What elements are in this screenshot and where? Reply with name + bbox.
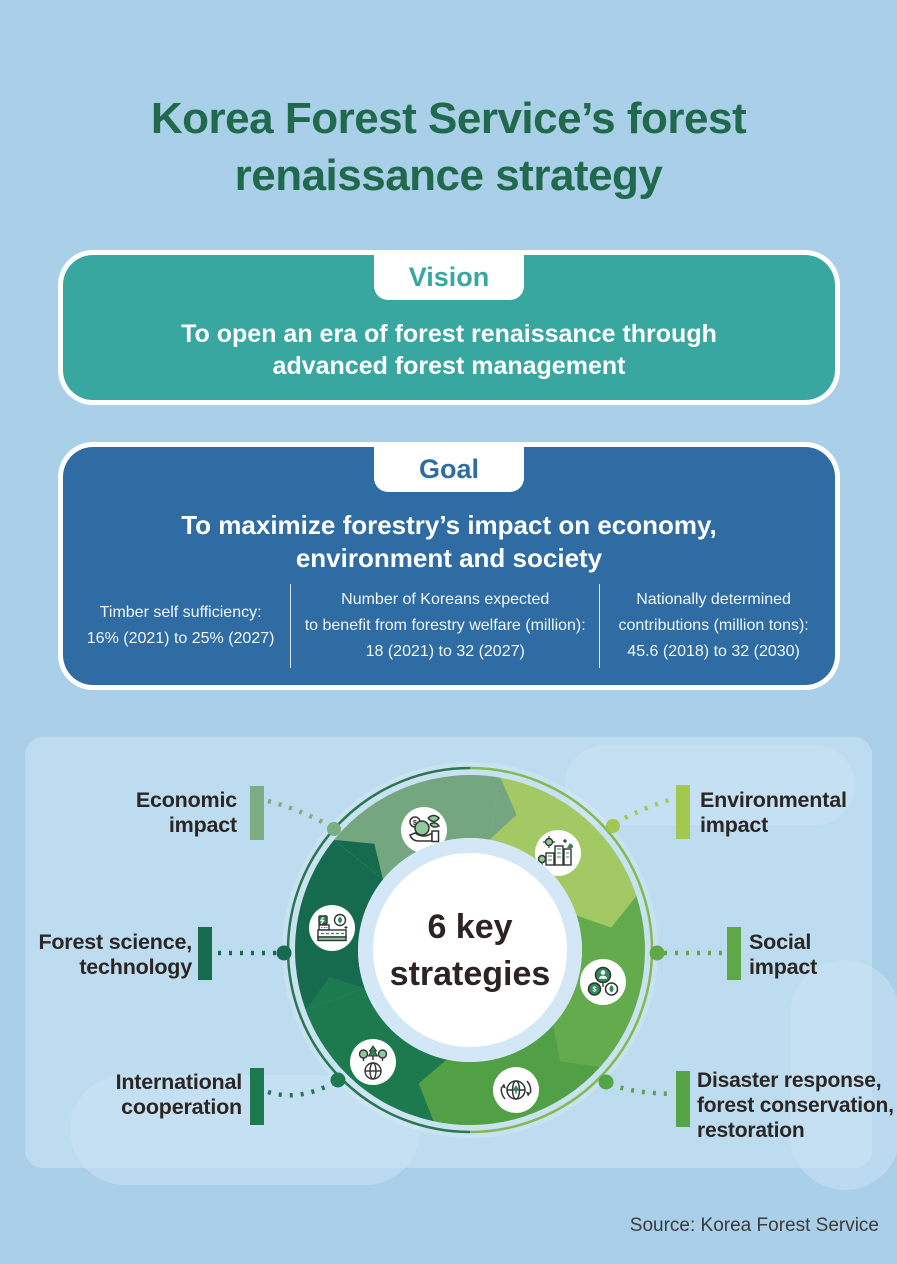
stat-ndc: Nationally determined contributions (mil… — [600, 587, 827, 665]
economic-impact-bar — [250, 786, 264, 840]
center-label-line1: 6 key — [427, 908, 512, 946]
stat-ndc-line2: contributions (million tons): — [618, 617, 809, 634]
social-impact-icon: $ — [580, 959, 626, 1005]
stat-ndc-line1: Nationally determined — [636, 591, 791, 608]
vision-statement: To open an era of forest renaissance thr… — [63, 318, 835, 382]
forest-science-bar — [198, 927, 212, 980]
stat-timber-line2: 16% (2021) to 25% (2027) — [86, 630, 275, 647]
international-cooperation-bar — [250, 1068, 264, 1125]
stat-welfare-line3: 18 (2021) to 32 (2027) — [365, 643, 525, 660]
stat-welfare-line1: Number of Koreans expected — [341, 591, 550, 608]
chevron-international — [305, 977, 365, 1010]
label-forest-science: Forest science, technology — [38, 930, 192, 979]
forest-science-icon — [309, 905, 355, 951]
label-social-impact: Social impact — [749, 930, 818, 979]
stat-welfare: Number of Koreans expected to benefit fr… — [290, 584, 601, 668]
connector-environmental — [613, 796, 674, 825]
page-title: Korea Forest Service’s forest renaissanc… — [0, 90, 897, 204]
goal-tab: Goal — [374, 447, 524, 492]
cloud-decoration — [790, 960, 897, 1190]
vision-card: Vision To open an era of forest renaissa… — [63, 255, 835, 400]
social-impact-bar — [727, 927, 741, 980]
goal-line2: environment and society — [295, 543, 603, 573]
goal-statement: To maximize forestry’s impact on economy… — [63, 509, 835, 575]
svg-text:$: $ — [413, 818, 418, 827]
cloud-decoration — [70, 1075, 420, 1185]
chevron-economic — [489, 777, 517, 840]
chevron-forest-science — [334, 839, 383, 880]
cloud-decoration — [565, 745, 855, 825]
chevron-social — [553, 1024, 600, 1068]
international-cooperation-icon — [350, 1039, 396, 1085]
connector-disaster — [609, 1081, 673, 1097]
center-label-line2: strategies — [390, 955, 551, 993]
label-international-cooperation: International cooperation — [115, 1070, 243, 1119]
environmental-impact-icon — [535, 830, 581, 876]
goal-line1: To maximize forestry’s impact on economy… — [181, 510, 717, 540]
center-circle — [373, 853, 567, 1047]
goal-stats: Timber self sufficiency: 16% (2021) to 2… — [71, 584, 827, 668]
stat-welfare-line2: to benefit from forestry welfare (millio… — [304, 617, 586, 634]
connector-international — [267, 1080, 335, 1098]
environmental-impact-bar — [676, 785, 690, 839]
stat-timber: Timber self sufficiency: 16% (2021) to 2… — [71, 600, 290, 652]
stat-ndc-line3: 45.6 (2018) to 32 (2030) — [627, 643, 800, 660]
vision-tab: Vision — [374, 255, 524, 300]
page-title-line1: Korea Forest Service’s forest — [150, 94, 747, 143]
page-title-line2: renaissance strategy — [234, 151, 663, 200]
dot-environmental — [606, 819, 620, 833]
stat-timber-line1: Timber self sufficiency: — [99, 604, 262, 621]
source-credit: Source: Korea Forest Service — [629, 1215, 879, 1236]
connector-economic — [267, 798, 332, 828]
chevron-environmental — [576, 895, 637, 928]
dot-economic — [327, 822, 341, 836]
vision-line2: advanced forest management — [272, 352, 626, 380]
dot-social — [649, 945, 665, 961]
label-environmental-impact: Environmental impact — [700, 788, 847, 837]
goal-card: Goal To maximize forestry’s impact on ec… — [63, 447, 835, 685]
label-economic-impact: Economic impact — [135, 788, 237, 837]
chevron-disaster — [418, 1059, 447, 1122]
dot-disaster — [598, 1074, 614, 1090]
svg-text:$: $ — [592, 985, 597, 994]
dot-international — [330, 1072, 346, 1088]
dot-forest-science — [276, 945, 292, 961]
label-disaster-response: Disaster response, forest conservation, … — [697, 1069, 894, 1142]
economic-impact-icon: $ — [401, 807, 447, 853]
vision-line1: To open an era of forest renaissance thr… — [181, 320, 717, 348]
disaster-response-bar — [676, 1071, 690, 1127]
disaster-response-icon — [493, 1067, 539, 1113]
